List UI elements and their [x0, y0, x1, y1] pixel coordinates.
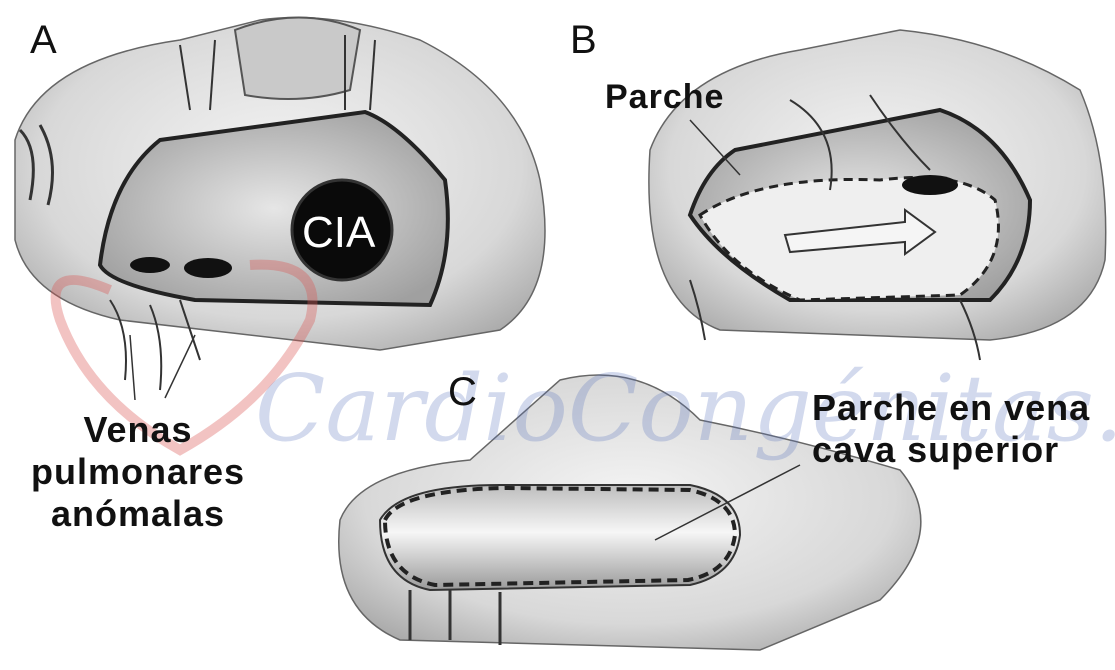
panel-a-sternum: [235, 18, 360, 100]
panel-c-letter: C: [448, 372, 477, 412]
parche-vena-cava-caption: Parche en vena cava superior: [812, 390, 1090, 468]
venas-pulmonares-caption: Venas pulmonares anómalas: [28, 412, 248, 532]
cia-label: CIA: [302, 208, 375, 258]
cia-remnant: [902, 175, 958, 195]
caption-line: cava superior: [812, 432, 1090, 468]
pulmonary-vein-ostium: [184, 258, 232, 278]
panel-b-letter: B: [570, 20, 597, 60]
patch-label: Parche: [605, 80, 724, 114]
caption-line: Venas: [28, 412, 248, 448]
panel-a-letter: A: [30, 20, 57, 60]
caption-pointer: [130, 335, 135, 400]
caption-line: pulmonares: [28, 454, 248, 490]
caption-line: anómalas: [28, 496, 248, 532]
caption-line: Parche en vena: [812, 390, 1090, 426]
pulmonary-vein-ostium: [130, 257, 170, 273]
caption-pointer: [165, 335, 195, 398]
superior-vena-cava: [380, 485, 740, 590]
panel-a-drawing: [15, 18, 545, 401]
